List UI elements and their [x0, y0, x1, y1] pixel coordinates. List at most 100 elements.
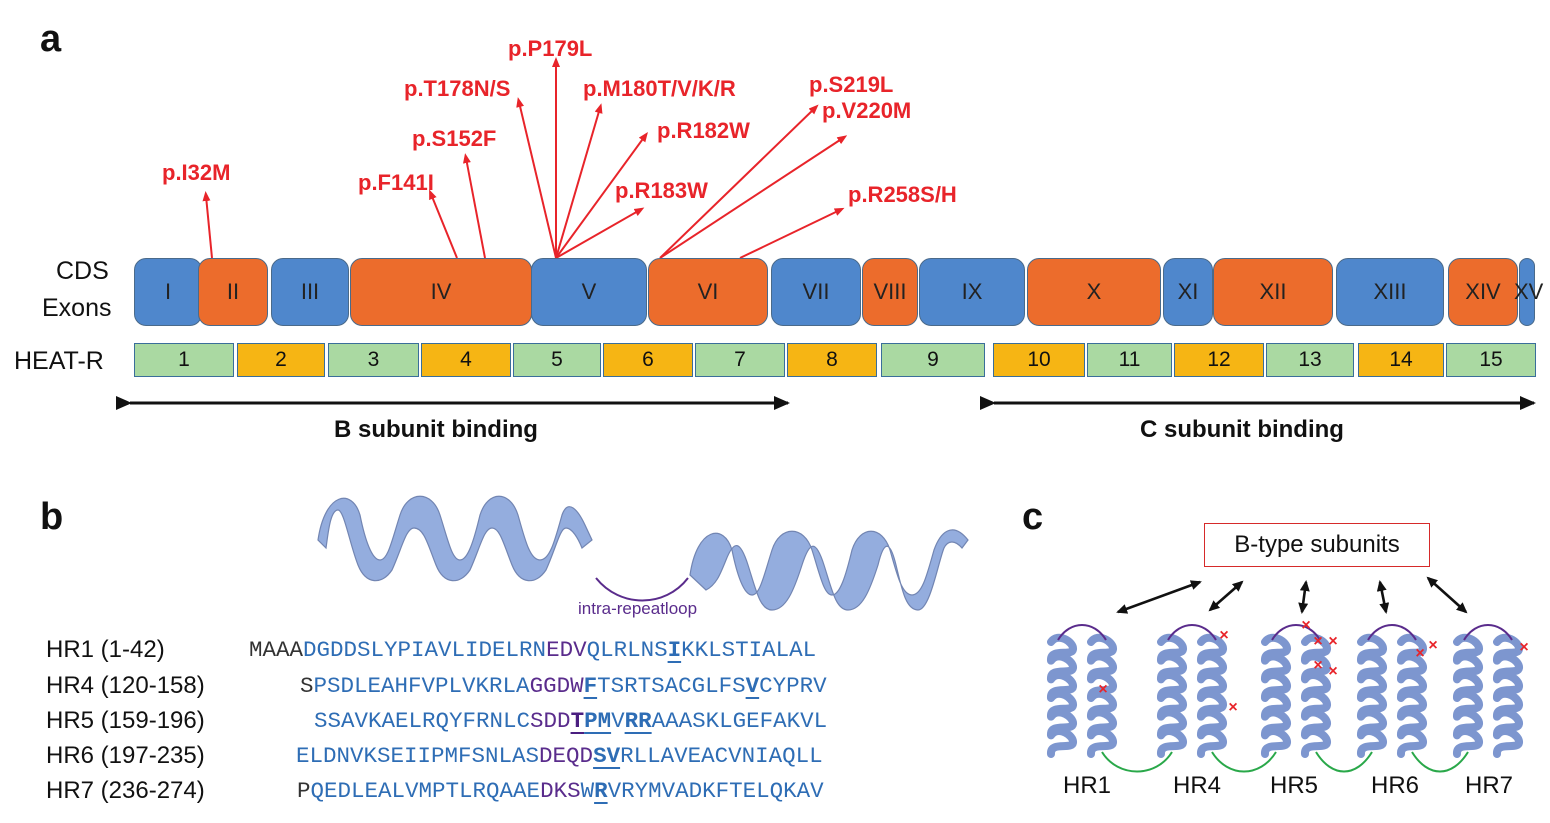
sequence-segment: P: [297, 778, 311, 804]
b-subunit-binding-label: B subunit binding: [334, 416, 538, 443]
mutation-arrow-s219l: [659, 104, 819, 259]
sequence-segment: QLRLNS: [586, 637, 668, 663]
alpha-helix: [1493, 633, 1523, 758]
mutation-label-p179l: p.P179L: [508, 36, 593, 61]
exon-iii: III: [271, 258, 349, 326]
alpha-helix: [1261, 633, 1291, 758]
sequence-segment: PM: [584, 708, 612, 734]
heat-repeat-7: 7: [695, 343, 785, 377]
sequence-segment: DGDDSLYPIAVLIDELRN: [303, 637, 547, 663]
exon-vii: VII: [771, 258, 861, 326]
sequence-segment: CYPRV: [759, 673, 827, 699]
intra-repeat-loop: [595, 577, 689, 602]
heat-repeat-13: 13: [1266, 343, 1354, 377]
hr1-label: HR1 (1-42): [46, 636, 165, 663]
mutation-arrow-t178ns: [516, 97, 557, 259]
hr4-structure-label: HR4: [1173, 772, 1222, 799]
alpha-helix: [1453, 633, 1483, 758]
heat-repeat-6: 6: [603, 343, 693, 377]
mutation-site-mark: ×: [1519, 639, 1528, 656]
heat-repeat-2: 2: [237, 343, 325, 377]
sequence-segment: EDV: [546, 637, 587, 663]
hr7-sequence: PQEDLEALVMPTLRQAAEDKSWRVRYMVADKFTELQKAV: [297, 778, 824, 804]
mutation-site-mark: ×: [1328, 663, 1337, 680]
mutation-arrow-v220m: [659, 135, 848, 259]
alpha-helix: [1357, 633, 1387, 758]
exon-xii: XII: [1213, 258, 1333, 326]
heat-repeat-9: 9: [881, 343, 985, 377]
heat-repeat-11: 11: [1087, 343, 1172, 377]
alpha-helix: [1301, 633, 1331, 758]
sequence-segment: TSRTSACGLFS: [597, 673, 746, 699]
hr7-label: HR7 (236-274): [46, 777, 205, 804]
mutation-label-r182w: p.R182W: [657, 118, 750, 143]
alpha-helix: [1157, 633, 1187, 758]
cds-label: CDS: [56, 257, 109, 285]
mutation-label-v220m: p.V220M: [822, 98, 912, 123]
inter-repeat-loop: [1211, 751, 1277, 773]
heat-repeat-15: 15: [1446, 343, 1536, 377]
exon-xiii: XIII: [1336, 258, 1444, 326]
exon-xv-label: XV: [1514, 279, 1544, 304]
exon-viii: VIII: [862, 258, 918, 326]
mutation-arrow-r258sh: [739, 207, 845, 259]
sequence-segment: R: [594, 778, 608, 804]
mutation-label-r258sh: p.R258S/H: [848, 182, 957, 207]
sequence-segment: T: [570, 708, 585, 734]
intra-repeat-loop: [1463, 624, 1513, 641]
mutation-site-mark: ×: [1098, 681, 1107, 698]
alpha-helix: [1047, 633, 1077, 758]
mutation-label-r183w: p.R183W: [615, 178, 708, 203]
exon-x: X: [1027, 258, 1161, 326]
hr1-structure-label: HR1: [1063, 772, 1112, 799]
sequence-segment: F: [583, 673, 598, 699]
mutation-site-mark: ×: [1328, 633, 1337, 650]
inter-repeat-loop: [1315, 751, 1373, 773]
sequence-segment: QEDLEALVMPTLRQAAE: [310, 778, 541, 804]
sequence-segment: VRYMVADKFTELQKAV: [607, 778, 824, 804]
panel-b-label: b: [40, 496, 64, 538]
mutation-label-t178ns: p.T178N/S: [404, 76, 511, 101]
mutation-label-i32m: p.I32M: [162, 160, 231, 185]
mutation-site-mark: ×: [1313, 657, 1322, 674]
sequence-segment: S: [300, 673, 314, 699]
exon-iv: IV: [350, 258, 532, 326]
sequence-segment: DEQD: [539, 743, 594, 769]
mutation-site-mark: ×: [1313, 633, 1322, 650]
exon-xv: XV: [1514, 258, 1543, 326]
mutation-site-mark: ×: [1228, 699, 1237, 716]
hr7-structure-label: HR7: [1465, 772, 1514, 799]
hr5-label: HR5 (159-196): [46, 707, 205, 734]
sequence-segment: V: [611, 708, 625, 734]
sequence-segment: KKLSTIALAL: [681, 637, 817, 663]
sequence-segment: ELDNVKSEIIPMFSNLAS: [296, 743, 540, 769]
mutation-site-mark: ×: [1415, 645, 1424, 662]
alpha-helix: [1397, 633, 1427, 758]
exon-ix: IX: [919, 258, 1025, 326]
exon-i: I: [134, 258, 202, 326]
intra-repeat-loop: [1271, 624, 1321, 641]
hr5-sequence: SSAVKAELRQYFRNLCSDDTPMVRRAAASKLGEFAKVL: [314, 708, 827, 734]
hr5-structure-label: HR5: [1270, 772, 1319, 799]
exon-xi: XI: [1163, 258, 1213, 326]
exon-vi: VI: [648, 258, 768, 326]
hr4-sequence: SPSDLEAHFVPLVKRLAGGDWFTSRTSACGLFSVCYPRV: [300, 673, 827, 699]
intra-repeat-loop: [1367, 624, 1417, 641]
mutation-site-mark: ×: [1428, 637, 1437, 654]
sequence-segment: GGDW: [529, 673, 584, 699]
mutation-site-mark: ×: [1301, 617, 1310, 634]
sequence-segment: MAAA: [249, 637, 304, 663]
btype-arrow-hr4: [1208, 580, 1244, 612]
exon-ii: II: [198, 258, 268, 326]
alpha-helix: [1087, 633, 1117, 758]
hr4-label: HR4 (120-158): [46, 672, 205, 699]
exon-v: V: [531, 258, 647, 326]
hr6-structure-label: HR6: [1371, 772, 1420, 799]
btype-arrow-hr6: [1376, 580, 1390, 614]
sequence-segment: W: [580, 778, 595, 804]
mutation-site-mark: ×: [1219, 627, 1228, 644]
panel-a-label: a: [40, 18, 62, 60]
sequence-segment: SDD: [530, 708, 571, 734]
heat-repeat-3: 3: [328, 343, 419, 377]
